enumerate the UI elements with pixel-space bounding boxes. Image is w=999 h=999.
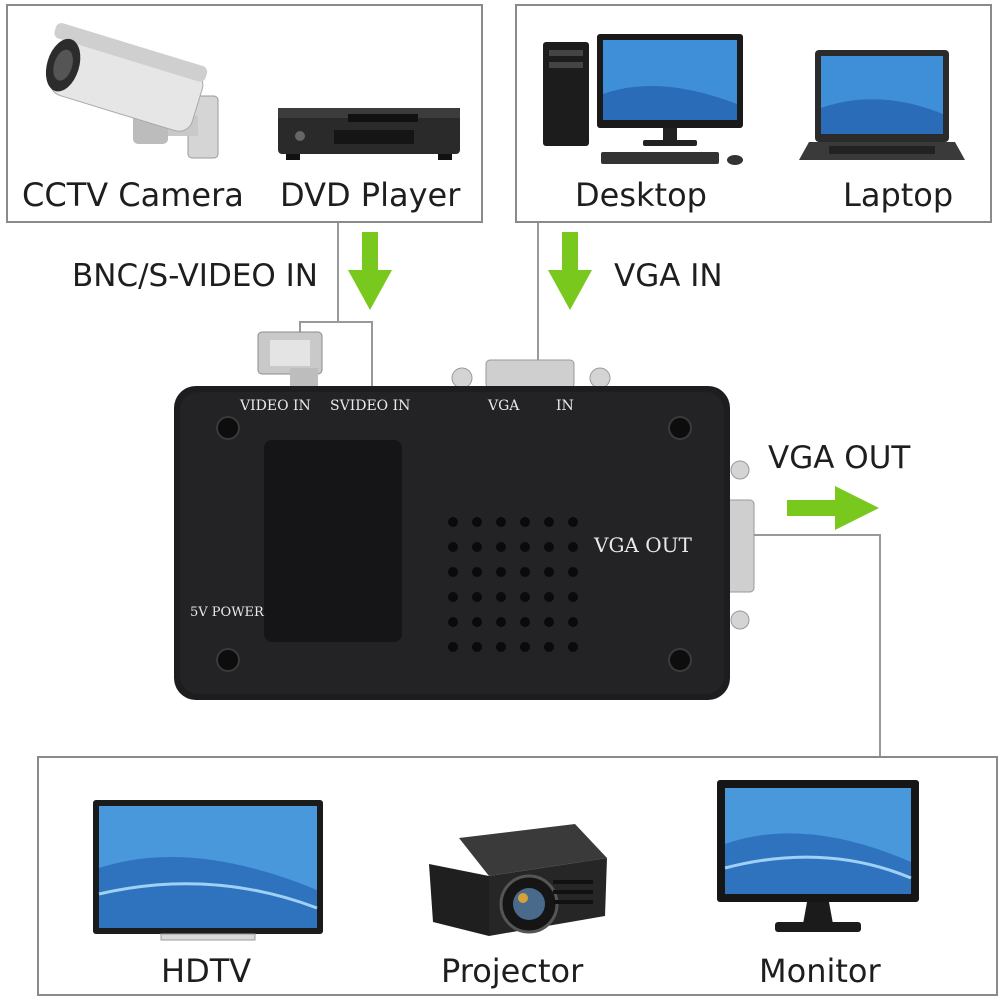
- in-silk-label: IN: [556, 398, 574, 414]
- hdtv-icon: [93, 800, 323, 941]
- cctv-camera-icon: [45, 23, 219, 159]
- vga-out-label: VGA OUT: [768, 440, 911, 476]
- vga-in-label: VGA IN: [614, 258, 723, 294]
- desktop-label: Desktop: [575, 176, 707, 214]
- arrow-right-icon: [787, 486, 879, 530]
- desktop-computer-icon: [543, 34, 743, 165]
- dvd-player-icon: [278, 108, 460, 160]
- arrow-down-icon: [548, 232, 592, 310]
- svideo-in-silk-label: SVIDEO IN: [330, 398, 411, 414]
- laptop-label: Laptop: [843, 176, 954, 214]
- dvd-player-label: DVD Player: [280, 176, 461, 214]
- hdtv-label: HDTV: [161, 952, 252, 990]
- cctv-camera-label: CCTV Camera: [22, 176, 244, 214]
- arrow-down-icon: [348, 232, 392, 310]
- converter-box: [174, 331, 755, 700]
- source-box-analog: CCTV Camera DVD Player: [6, 4, 483, 223]
- projector-icon: [429, 824, 607, 936]
- laptop-icon: [799, 50, 965, 160]
- source-box-pc: Desktop Laptop: [515, 4, 992, 223]
- bnc-svideo-in-label: BNC/S-VIDEO IN: [72, 258, 318, 294]
- output-box: HDTV Projector Monitor: [37, 756, 998, 996]
- vga-out-silk-label: VGA OUT: [594, 533, 692, 557]
- monitor-icon: [717, 780, 919, 932]
- monitor-label: Monitor: [759, 952, 881, 990]
- video-in-silk-label: VIDEO IN: [240, 398, 311, 414]
- power-silk-label: 5V POWER: [190, 605, 264, 620]
- projector-label: Projector: [441, 952, 584, 990]
- vga-silk-label: VGA: [488, 398, 520, 414]
